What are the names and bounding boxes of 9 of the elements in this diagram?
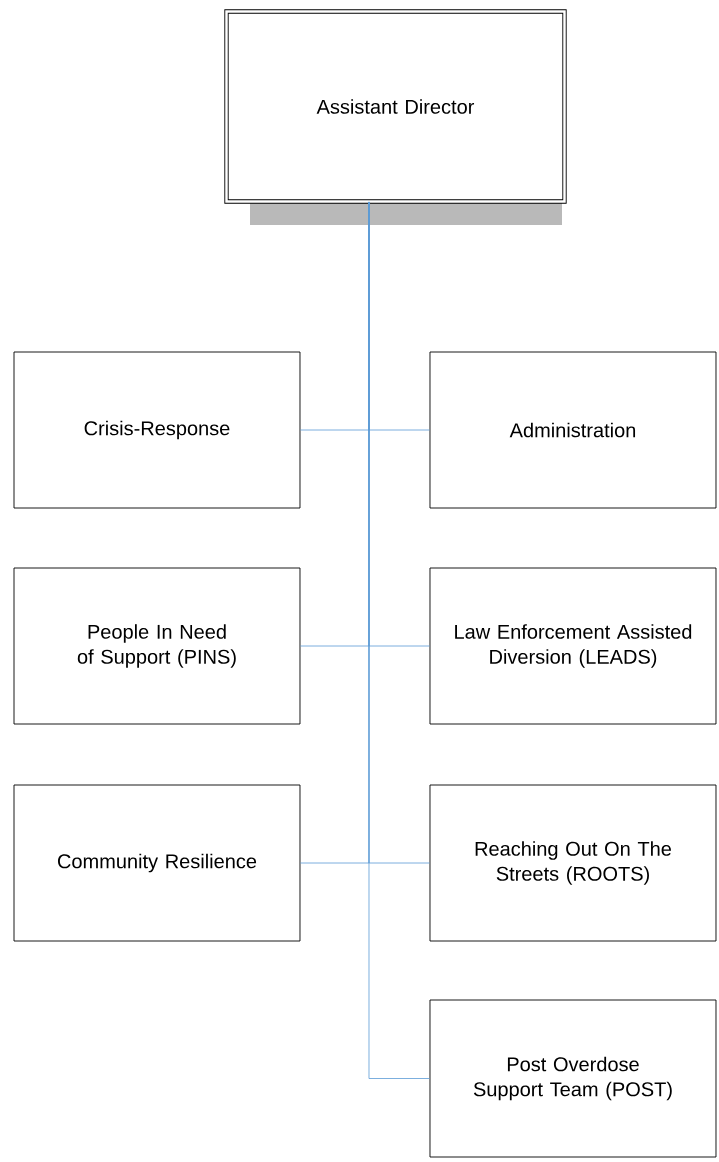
- unit-box: Community Resilience: [13, 784, 301, 942]
- unit-box: Reaching Out On The Streets (ROOTS): [429, 784, 717, 942]
- unit-box: People In Need of Support (PINS): [13, 567, 301, 725]
- unit-box: Administration: [429, 351, 717, 509]
- unit-box: Law Enforcement Assisted Diversion (LEADS): [429, 567, 717, 725]
- unit-box: Crisis-Response: [13, 351, 301, 509]
- unit-box: Post Overdose Support Team (POST): [429, 999, 717, 1158]
- director-box: Assistant Director: [224, 9, 567, 225]
- connector-line: [368, 201, 430, 1079]
